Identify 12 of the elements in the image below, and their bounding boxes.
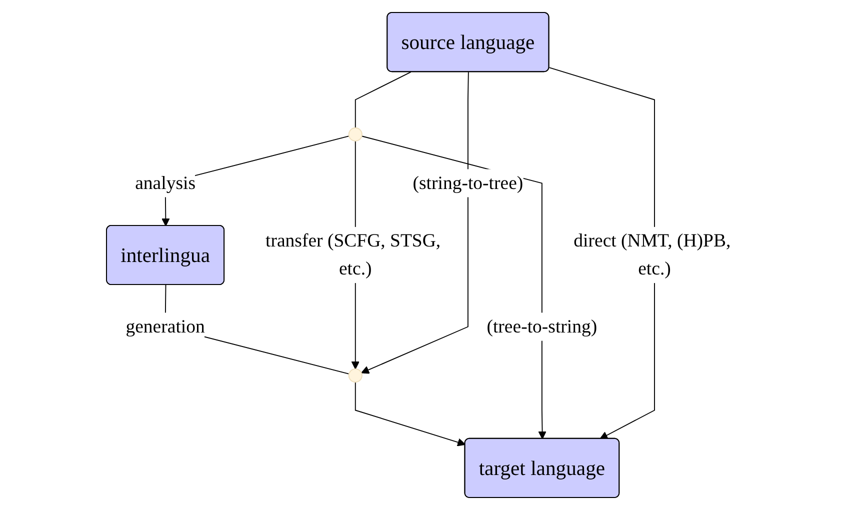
edge-label: transfer (SCFG, STSG, etc.) <box>266 230 441 280</box>
arrow <box>361 72 469 374</box>
arrow <box>355 382 466 446</box>
edge-label: direct (NMT, (H)PB, etc.) <box>574 230 731 280</box>
edge-label: (tree-to-string) <box>486 316 598 338</box>
node-point <box>348 127 362 142</box>
edge-label: (string-to-tree) <box>412 172 524 194</box>
connector <box>355 72 412 128</box>
node-point <box>348 368 362 383</box>
edge-label: generation <box>126 316 205 338</box>
edge-label: analysis <box>135 172 196 194</box>
arrow <box>361 136 546 440</box>
